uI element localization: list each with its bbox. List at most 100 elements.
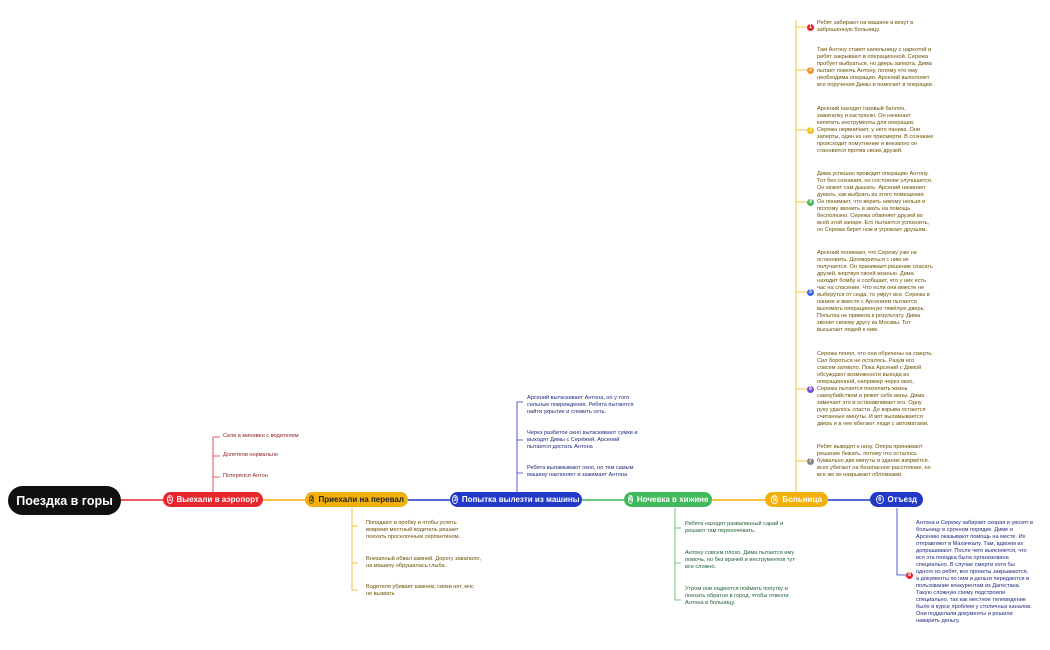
subtopic-line: друзей, жертвуя своей жизнью. Дима: [817, 271, 914, 277]
topic-hospital[interactable]: 5 Больница: [765, 492, 828, 507]
subtopic-line: Там Антону ставят капельницу с наркотой …: [817, 47, 932, 53]
subtopic-line: выломать операционную тяжёлую дверь.: [817, 306, 926, 312]
subtopic-line: получается. Он принимает решение спасать: [817, 264, 933, 270]
priority-marker-icon: 8: [906, 572, 913, 579]
subtopic-line: найти укрытие и словить сеть.: [527, 409, 607, 415]
subtopic-line: Сережа нервничает, у него паника. Они: [817, 127, 921, 133]
subtopic-line: но Сережа берет нож и угрожает друзьям.: [817, 227, 927, 233]
subtopic-line: ребят закрывают в операционной. Сережа: [817, 54, 928, 60]
subtopic-line: находит бомбу и сообщает, что у них есть: [817, 278, 926, 284]
subtopic-line: Внезапный обвал камней. Дорогу завалило,: [366, 556, 482, 562]
subtopic-line: панике и вместе с Арсением пытается: [817, 299, 917, 305]
subtopic-line: руку удалось спасти. До взрыва остаются: [817, 407, 926, 413]
subtopic-line: заброшенную больницу.: [817, 27, 881, 33]
subtopic-line: Он может сам дышать. Арсений начинает: [817, 185, 926, 191]
subtopic-line: допрашивают. После чего выясняется, что: [916, 548, 1027, 554]
subtopic-line: происходит помутнение и внезапно он: [817, 141, 918, 147]
subtopic-line: решение бежать, потому что осталось: [817, 451, 917, 457]
subtopic-line: пользование конкурентам из Дагестана.: [916, 583, 1021, 589]
priority-marker-icon: 1: [807, 24, 814, 31]
subtopic-line: Антона в больницу.: [685, 600, 736, 606]
subtopic-line: Ребята выламывают окно, но тем самым: [527, 465, 634, 471]
topic-number-badge: 1: [167, 495, 173, 504]
topic-airport[interactable]: 1 Выехали в аэропорт: [163, 492, 263, 507]
subtopic-2[interactable]: Долетели нормально: [223, 452, 278, 459]
topic-departure[interactable]: 6 Отъезд: [870, 492, 923, 507]
subtopic-line: решают там переночевать.: [685, 528, 756, 534]
subtopic-line: Сережа понял, что они обречены на смерть…: [817, 351, 933, 357]
subtopic-line: а документы по ним и деньги передаются в: [916, 576, 1030, 582]
subtopic-line: поэтому звонить и звать на помощь: [817, 206, 911, 212]
subtopic-line: Тот без сознания, но состояние улучшаетс…: [817, 178, 933, 184]
subtopic-line: Потерялся Антон: [223, 473, 268, 479]
central-topic[interactable]: Поездка в горы: [8, 486, 121, 515]
subtopic-3[interactable]: Потерялся Антон: [223, 473, 268, 480]
subtopic-line: бесполезно. Сережа обвиняет друзей во: [817, 213, 923, 219]
subtopic-3[interactable]: Арсений находит газовый баллон,зажигалку…: [817, 106, 933, 155]
subtopic-2[interactable]: Внезапный обвал камней. Дорогу завалило,…: [366, 556, 481, 570]
subtopic-line: заперты, один из них присмерти. В сознан…: [817, 134, 934, 140]
subtopic-2[interactable]: Там Антону ставят капельницу с наркотой …: [817, 47, 933, 89]
subtopic-line: Попытка не привела к результату. Дима: [817, 313, 921, 319]
subtopic-line: совсем затмило. Пока Арсений с Димой: [817, 365, 922, 371]
topic-number-badge: 4: [627, 495, 633, 504]
subtopic-line: считанные минуты. И вот выламывается: [817, 414, 923, 420]
subtopic-line: высылает людей к ним.: [817, 327, 879, 333]
subtopic-line: Он понимает, что верить никому нельзя и: [817, 199, 926, 205]
subtopic-line: думать, как выбрать из этого помещения.: [817, 192, 926, 198]
topic-label: Приехали на перевал: [318, 495, 404, 504]
subtopic-line: замечает это и останавливает его. Одну: [817, 400, 922, 406]
subtopic-line: вся эта поездка была организована: [916, 555, 1009, 561]
subtopic-line: Утром они надеются поймать попутку и: [685, 586, 788, 592]
subtopic-1[interactable]: Антона и Сережу забирает скорая и увозят…: [916, 520, 1033, 625]
topic-label: Попытка вылезти из машины: [461, 495, 580, 504]
subtopic-line: Антону совсем плохо. Дима пытается ему: [685, 550, 795, 556]
topic-number-badge: 5: [771, 495, 779, 504]
subtopic-line: буквально две минуты и здание взорвётся.: [817, 458, 930, 464]
subtopic-line: Ребят забирают на машине и везут в: [817, 20, 914, 26]
priority-marker-icon: 3: [807, 127, 814, 134]
subtopic-6[interactable]: Сережа понял, что они обречены на смерть…: [817, 351, 933, 428]
subtopic-line: Дима успешно проводит операцию Антону.: [817, 171, 929, 177]
car-branch: [516, 401, 523, 493]
topic-hut-night[interactable]: 4 Ночевка в хижине: [624, 492, 712, 507]
subtopic-line: Арсений вытаскивает Антона, но у того: [527, 395, 630, 401]
subtopic-line: остановить. Договориться с ним не: [817, 257, 909, 263]
subtopic-line: всех убегают на безопасное расстояние, н…: [817, 465, 931, 471]
subtopic-line: Такую сложную схему подстроили: [916, 590, 1006, 596]
subtopic-4[interactable]: Дима успешно проводит операцию Антону.То…: [817, 171, 932, 234]
subtopic-line: выходят Димы с Серёжей, Арсений: [527, 437, 620, 443]
topic-pass[interactable]: 2 Приехали на перевал: [305, 492, 408, 507]
subtopic-line: одного из ребят, все проекты закрываются…: [916, 569, 1029, 575]
topic-label: Больница: [782, 495, 822, 504]
priority-marker-icon: 2: [807, 67, 814, 74]
topic-label: Ночевка в хижине: [636, 495, 709, 504]
subtopic-line: выберутся от сюда, то умрут все. Сережа …: [817, 292, 930, 298]
subtopic-line: обсуждают возможности выхода из: [817, 372, 909, 378]
subtopic-line: больницу в срочном порядке. Диме и: [916, 527, 1013, 533]
topic-car-escape[interactable]: 3 Попытка вылезти из машины: [450, 492, 582, 507]
hut-branch: [674, 508, 681, 601]
subtopic-line: самоубийством и режет себе вены. Дима: [817, 393, 925, 399]
topic-number-badge: 6: [876, 495, 884, 504]
subtopic-line: Арсений понимает, что Сережу уже не: [817, 250, 917, 256]
topic-label: Выехали в аэропорт: [176, 495, 259, 504]
subtopic-line: отправляют в Махачкалу. Там, вдвоем их: [916, 541, 1024, 547]
subtopic-line: Ребята находят развалинный сарай и: [685, 521, 784, 527]
subtopic-line: Попадают в пробку и чтобы успеть: [366, 520, 457, 526]
subtopic-1[interactable]: Сели в минивен с водителем: [223, 433, 299, 440]
subtopic-line: на машину обрушилась глыба.: [366, 563, 447, 569]
hospital-branch: [795, 20, 814, 493]
